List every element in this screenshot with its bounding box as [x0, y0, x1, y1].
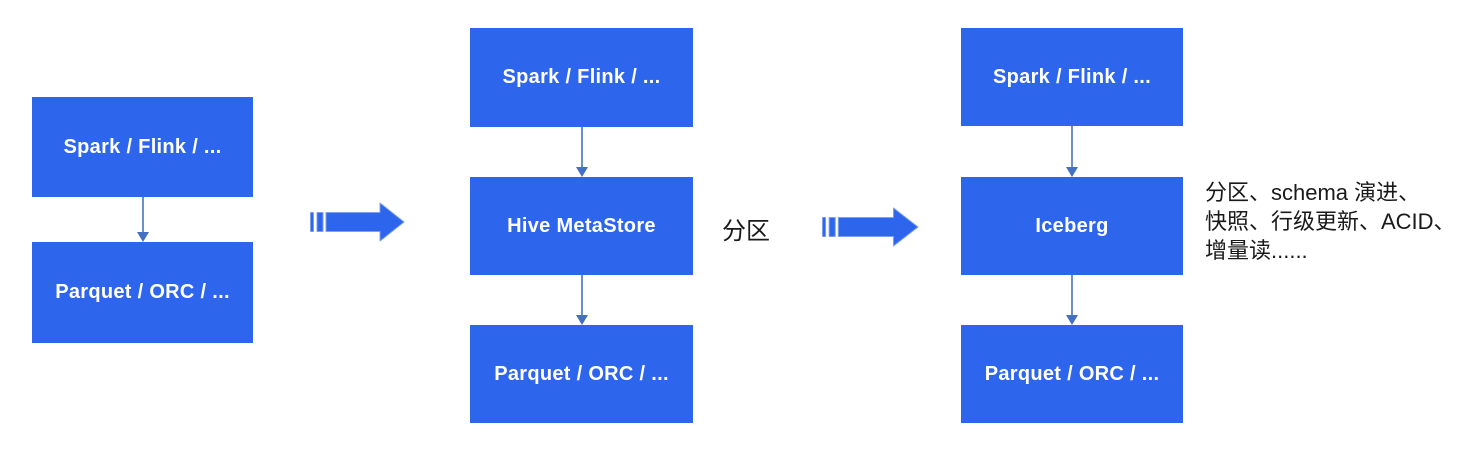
node-label: Hive MetaStore: [507, 214, 656, 237]
striped-right-arrow-icon: [822, 207, 919, 247]
iceberg-features-annotation: 分区、schema 演进、 快照、行级更新、ACID、 增量读......: [1205, 178, 1456, 265]
down-arrowhead-icon: [1066, 167, 1078, 177]
striped-right-arrow-icon: [310, 202, 405, 242]
node-label: Parquet / ORC / ...: [984, 362, 1160, 385]
node-parquet-orc: Parquet / ORC / ...: [961, 325, 1183, 423]
node-spark-flink: Spark / Flink / ...: [32, 97, 253, 197]
down-arrowhead-icon: [136, 232, 149, 242]
annotation-line: 快照、行级更新、ACID、: [1205, 209, 1456, 234]
node-parquet-orc: Parquet / ORC / ...: [470, 325, 693, 423]
node-iceberg: Iceberg: [961, 177, 1183, 275]
node-parquet-orc: Parquet / ORC / ...: [32, 242, 253, 343]
node-hive-metastore: Hive MetaStore: [470, 177, 693, 275]
down-arrow-line: [1071, 126, 1073, 167]
down-arrowhead-icon: [1066, 315, 1078, 325]
down-arrow-line: [580, 127, 583, 167]
node-label: Spark / Flink / ...: [993, 65, 1151, 88]
node-label: Parquet / ORC / ...: [494, 362, 669, 385]
node-label: Parquet / ORC / ...: [55, 281, 230, 303]
down-arrow-line: [580, 275, 583, 315]
down-arrowhead-icon: [575, 315, 588, 325]
down-arrowhead-icon: [575, 167, 588, 177]
node-spark-flink: Spark / Flink / ...: [961, 28, 1183, 126]
down-arrow-line: [1071, 275, 1073, 315]
annotation-line: 分区、schema 演进、: [1205, 180, 1421, 205]
node-label: Iceberg: [1035, 214, 1109, 237]
node-label: Spark / Flink / ...: [63, 135, 222, 158]
down-arrow-line: [141, 197, 144, 232]
transition-label-partition: 分区: [722, 218, 770, 245]
annotation-line: 增量读......: [1205, 238, 1308, 263]
node-spark-flink: Spark / Flink / ...: [470, 28, 693, 127]
node-label: Spark / Flink / ...: [502, 66, 661, 88]
